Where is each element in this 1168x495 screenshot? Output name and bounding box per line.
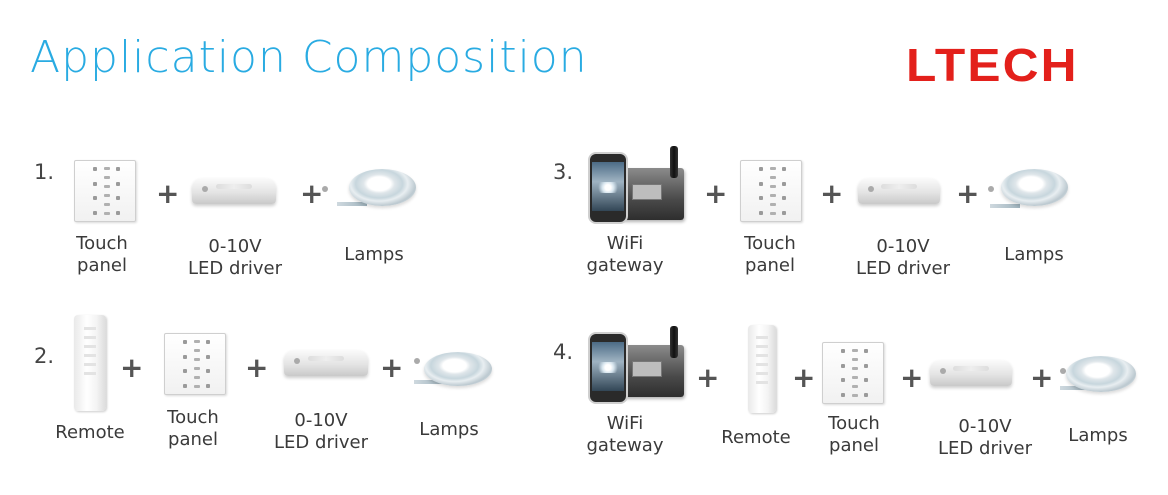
led-strip-reel-icon — [424, 352, 492, 386]
plus-sign: + — [696, 361, 720, 394]
page-title: Application Composition — [30, 32, 588, 83]
plus-sign: + — [900, 361, 924, 394]
component-label: Lamps — [344, 244, 404, 265]
touch-panel-icon — [74, 160, 136, 222]
remote-icon — [748, 325, 776, 413]
plus-sign: + — [956, 177, 980, 210]
component-label: Remote — [55, 422, 125, 443]
led-strip-reel-icon — [1066, 356, 1136, 392]
component-label: Lamps — [419, 419, 479, 440]
touch-panel-icon — [740, 160, 802, 222]
led-strip-reel-icon — [1001, 169, 1068, 206]
composition-number: 1. — [34, 160, 55, 184]
led-driver-icon — [284, 350, 368, 376]
plus-sign: + — [380, 351, 404, 384]
brand-logo: LTECH — [906, 39, 1079, 91]
component-label: Lamps — [1004, 244, 1064, 265]
plus-sign: + — [245, 351, 269, 384]
component-label: Lamps — [1068, 425, 1128, 446]
plus-sign: + — [792, 361, 816, 394]
composition-number: 2. — [34, 344, 55, 368]
touch-panel-icon — [822, 342, 884, 404]
remote-icon — [74, 315, 106, 411]
plus-sign: + — [156, 177, 180, 210]
plus-sign: + — [120, 351, 144, 384]
plus-sign: + — [1030, 361, 1054, 394]
plus-sign: + — [704, 177, 728, 210]
led-driver-icon — [858, 178, 940, 204]
touch-panel-icon — [164, 333, 226, 395]
composition-number: 3. — [553, 160, 574, 184]
component-label: Remote — [721, 427, 791, 448]
plus-sign: + — [820, 177, 844, 210]
plus-sign: + — [300, 177, 324, 210]
led-driver-icon — [192, 178, 276, 204]
led-driver-icon — [930, 360, 1012, 386]
composition-number: 4. — [553, 340, 574, 364]
led-strip-reel-icon — [349, 169, 416, 206]
